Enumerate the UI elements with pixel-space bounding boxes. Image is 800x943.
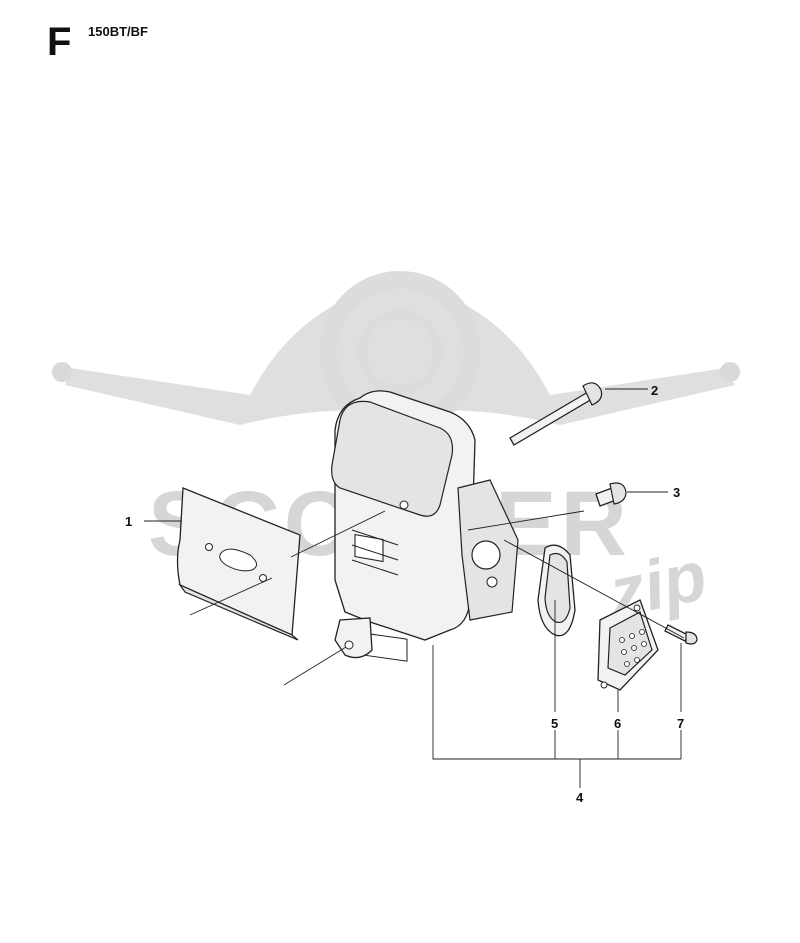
callout-1: 1 xyxy=(125,514,132,529)
part-gasket xyxy=(176,487,301,641)
callout-5: 5 xyxy=(551,716,558,731)
section-letter: F xyxy=(47,20,72,64)
callout-4: 4 xyxy=(576,790,584,805)
callout-7: 7 xyxy=(677,716,684,731)
leader-lines xyxy=(144,388,685,788)
callout-3: 3 xyxy=(673,485,680,500)
callout-numbers: 1 2 3 4 5 6 7 xyxy=(125,383,684,805)
part-screw xyxy=(664,624,698,645)
callout-2: 2 xyxy=(651,383,658,398)
part-cover xyxy=(537,544,576,637)
part-long-bolt xyxy=(509,382,603,446)
part-muffler xyxy=(331,390,519,662)
callout-6: 6 xyxy=(614,716,621,731)
model-code: 150BT/BF xyxy=(88,24,148,39)
part-spark-screen xyxy=(597,599,659,691)
part-short-bolt xyxy=(595,482,627,507)
